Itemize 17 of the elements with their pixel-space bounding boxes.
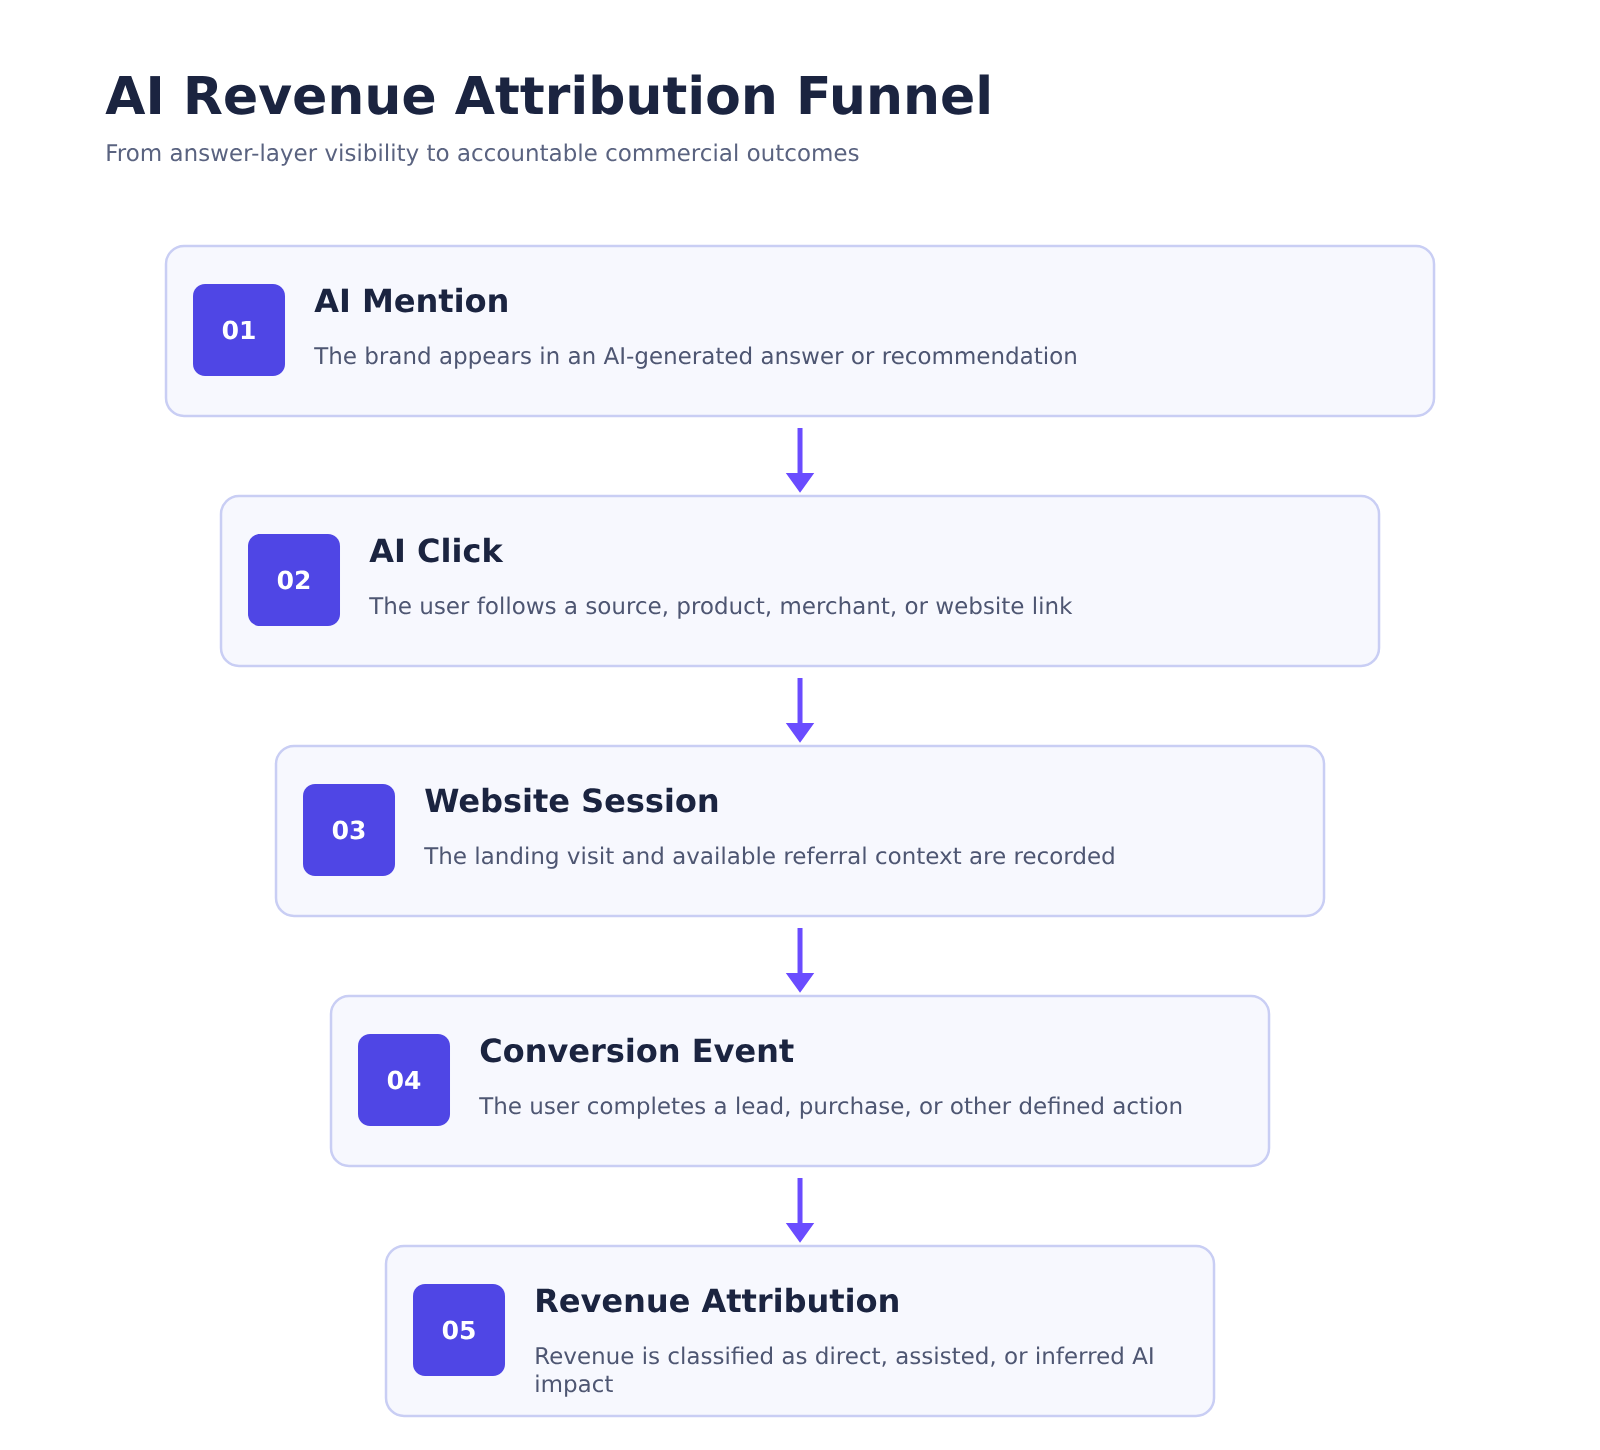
step-title: Conversion Event	[480, 1037, 794, 1063]
step-description: The user completes a lead, purchase, or other defined action	[479, 1096, 1182, 1119]
subtitle: From answer-layer visibility to accountable commercial outcomes	[107, 143, 859, 166]
step-description: The landing visit and available referral context are recorded	[424, 846, 1114, 869]
step-description: Revenue is classified as direct, assisted, or inferred AI impact	[536, 1346, 1153, 1397]
title: AI Revenue Attribution Funnel	[105, 74, 989, 115]
step-title: AI Click	[369, 537, 504, 563]
number-badge: 05	[413, 1284, 505, 1376]
number-badge: 02	[248, 534, 340, 626]
step-title: Website Session	[425, 787, 718, 813]
number-badge: 01	[193, 284, 285, 376]
number-badge: 04	[358, 1034, 450, 1126]
step-title: Revenue Attribution	[537, 1287, 898, 1313]
number-badge: 03	[303, 784, 395, 876]
step-title: AI Mention	[314, 287, 507, 313]
step-description: The user follows a source, product, merchant, or website link	[369, 596, 1073, 619]
step-description: The brand appears in an AI-generated answer or recommendation	[314, 346, 1076, 369]
